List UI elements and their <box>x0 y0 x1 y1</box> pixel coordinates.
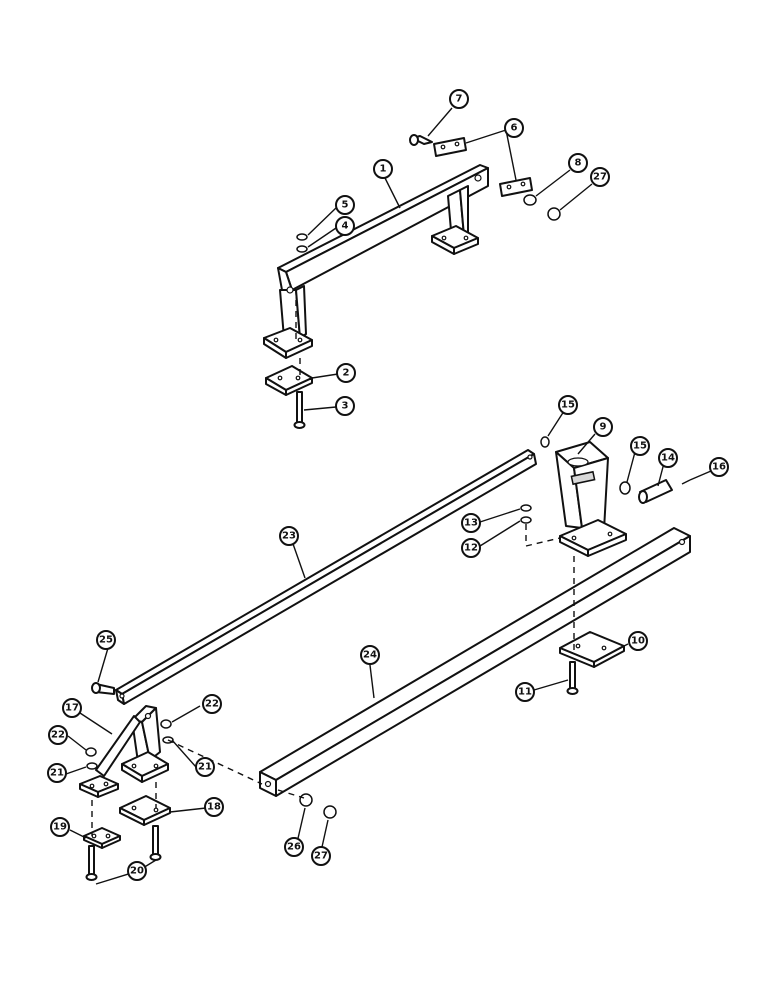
callout-26: 26 <box>284 837 304 857</box>
callout-8: 8 <box>568 153 588 173</box>
callout-15-right-label: 15 <box>633 441 647 452</box>
callout-11: 11 <box>515 682 535 702</box>
callout-26-label: 26 <box>287 842 301 853</box>
callout-22-left-label: 22 <box>51 730 65 741</box>
callout-3: 3 <box>335 396 355 416</box>
callout-16: 16 <box>709 457 729 477</box>
callout-27-upper-label: 27 <box>593 172 607 183</box>
callout-4-label: 4 <box>342 221 349 232</box>
callout-27-upper: 27 <box>590 167 610 187</box>
callout-11-label: 11 <box>518 687 532 698</box>
leader-lines <box>65 107 712 885</box>
callout-21-left: 21 <box>47 763 67 783</box>
callout-16-label: 16 <box>712 462 726 473</box>
callout-21-right-label: 21 <box>198 762 212 773</box>
callout-2: 2 <box>336 363 356 383</box>
callout-9-label: 9 <box>600 422 607 433</box>
callout-19: 19 <box>50 817 70 837</box>
callout-10: 10 <box>628 631 648 651</box>
callout-21-left-label: 21 <box>50 768 64 779</box>
callout-6-label: 6 <box>511 123 518 134</box>
callout-2-label: 2 <box>343 368 350 379</box>
callout-8-label: 8 <box>575 158 582 169</box>
callout-13: 13 <box>461 513 481 533</box>
callout-22-right: 22 <box>202 694 222 714</box>
callout-1-label: 1 <box>380 164 387 175</box>
callout-18-label: 18 <box>207 802 221 813</box>
callout-22-right-label: 22 <box>205 699 219 710</box>
callout-23: 23 <box>279 526 299 546</box>
callout-17: 17 <box>62 698 82 718</box>
callout-14: 14 <box>658 448 678 468</box>
callout-4: 4 <box>335 216 355 236</box>
callout-20: 20 <box>127 861 147 881</box>
callout-25-label: 25 <box>99 635 113 646</box>
callout-20-label: 20 <box>130 866 144 877</box>
support-bracket <box>79 705 169 798</box>
lower-long-bar <box>259 527 691 797</box>
callout-3-label: 3 <box>342 401 349 412</box>
callout-15-right: 15 <box>630 436 650 456</box>
callout-13-label: 13 <box>464 518 478 529</box>
callout-23-label: 23 <box>282 531 296 542</box>
callout-14-label: 14 <box>661 453 675 464</box>
callout-27-lower: 27 <box>311 846 331 866</box>
callout-5-label: 5 <box>342 200 349 211</box>
callout-18: 18 <box>204 797 224 817</box>
callout-24: 24 <box>360 645 380 665</box>
pin-hardware <box>520 436 691 547</box>
callout-15-upper-label: 15 <box>561 400 575 411</box>
callout-25: 25 <box>96 630 116 650</box>
callout-27-lower-label: 27 <box>314 851 328 862</box>
callout-22-left: 22 <box>48 725 68 745</box>
callout-7-label: 7 <box>456 94 463 105</box>
callout-24-label: 24 <box>363 650 377 661</box>
callout-9: 9 <box>593 417 613 437</box>
lower-plates-hardware <box>83 682 337 881</box>
callout-12: 12 <box>461 538 481 558</box>
upper-long-bar <box>115 449 537 705</box>
callout-7: 7 <box>449 89 469 109</box>
callout-21-right: 21 <box>195 757 215 777</box>
callout-5: 5 <box>335 195 355 215</box>
callout-19-label: 19 <box>53 822 67 833</box>
upper-frame-assembly <box>263 134 561 429</box>
callout-12-label: 12 <box>464 543 478 554</box>
callout-17-label: 17 <box>65 703 79 714</box>
callout-15-upper: 15 <box>558 395 578 415</box>
callout-6: 6 <box>504 118 524 138</box>
upright-bracket <box>555 441 627 557</box>
callout-1: 1 <box>373 159 393 179</box>
callout-10-label: 10 <box>631 636 645 647</box>
